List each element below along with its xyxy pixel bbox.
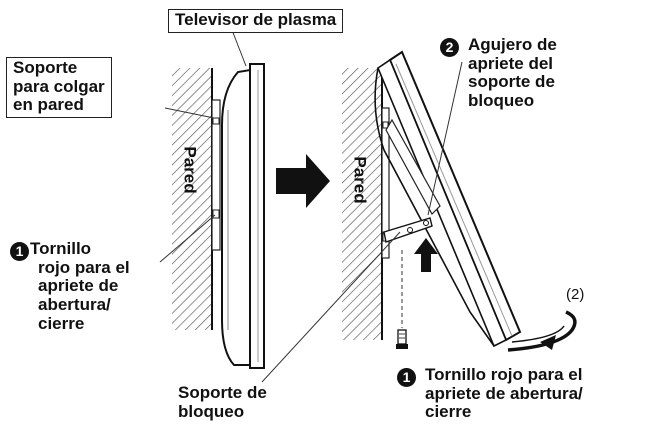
locking-hole-text: Agujero de apriete del soporte de bloque… — [468, 35, 557, 111]
left-wall — [172, 68, 213, 330]
right-arrow-icon — [276, 154, 330, 208]
right-tv-tilted-view — [374, 50, 522, 348]
screw-right-label: 1 Tornillo rojo para el apriete de abert… — [397, 365, 583, 422]
plasma-tv-text: Televisor de plasma — [175, 10, 337, 29]
left-tv-side-view — [211, 63, 265, 369]
number-badge: 2 — [440, 38, 459, 57]
left-wall-label: Pared — [180, 146, 200, 194]
right-leader-lines — [261, 61, 463, 383]
curved-arrow-icon — [507, 310, 577, 352]
step-marker-label: (2) — [566, 286, 585, 303]
locking-hole-label: 2 Agujero de apriete del soporte de bloq… — [440, 35, 557, 111]
screw-left-label: 1 Tornillo rojo para el apriete de abert… — [10, 239, 130, 333]
left-leader-lines — [159, 29, 247, 263]
wall-hanger-label: Soporte para colgar en pared — [6, 57, 112, 119]
right-wall-label: Pared — [350, 156, 370, 204]
number-badge: 1 — [397, 368, 416, 387]
screw-left-text: Tornillo rojo para el apriete de abertur… — [30, 239, 130, 333]
plasma-tv-label: Televisor de plasma — [168, 9, 344, 33]
up-arrow-icon — [414, 238, 438, 272]
lock-bracket-label: Soporte de bloqueo — [178, 383, 267, 421]
number-badge: 1 — [10, 242, 29, 261]
screw-right-text: Tornillo rojo para el apriete de abertur… — [425, 365, 583, 422]
screw-icon — [396, 250, 408, 349]
